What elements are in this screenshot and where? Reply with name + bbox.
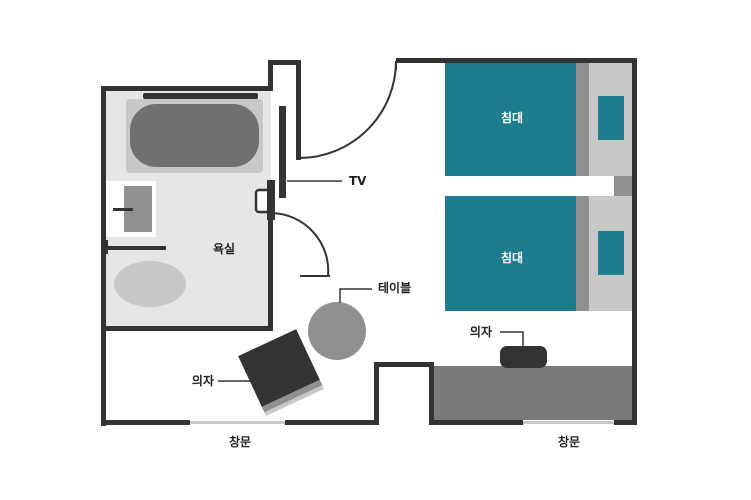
- label-chair-left: 의자: [192, 373, 214, 388]
- sink-icon: [106, 181, 156, 237]
- pillow-icon: [598, 231, 624, 275]
- pillow-icon: [598, 96, 624, 140]
- door-swing-icon: [271, 60, 397, 277]
- label-bed-bottom: 침대: [501, 250, 523, 265]
- nightstand: [614, 176, 633, 196]
- windows: [190, 421, 614, 424]
- label-window-left: 창문: [229, 434, 251, 449]
- label-window-right: 창문: [558, 434, 580, 449]
- walls: [101, 58, 637, 426]
- label-bathroom: 욕실: [213, 241, 235, 256]
- bed-bottom: [445, 196, 633, 311]
- chair-icon: [500, 346, 547, 368]
- window-right: [523, 421, 614, 424]
- bed-top: [445, 63, 633, 176]
- table-icon: [308, 302, 366, 360]
- bathtub-icon: [126, 93, 263, 173]
- desk-icon: [433, 366, 633, 420]
- tv-icon: [254, 106, 286, 220]
- label-bed-top: 침대: [501, 110, 523, 125]
- label-table: 테이블: [378, 280, 411, 295]
- leader-lines: [218, 180, 524, 382]
- label-tv: TV: [349, 174, 367, 188]
- label-chair-right: 의자: [470, 324, 492, 339]
- window-left: [190, 421, 285, 424]
- chair-icon: [238, 329, 325, 416]
